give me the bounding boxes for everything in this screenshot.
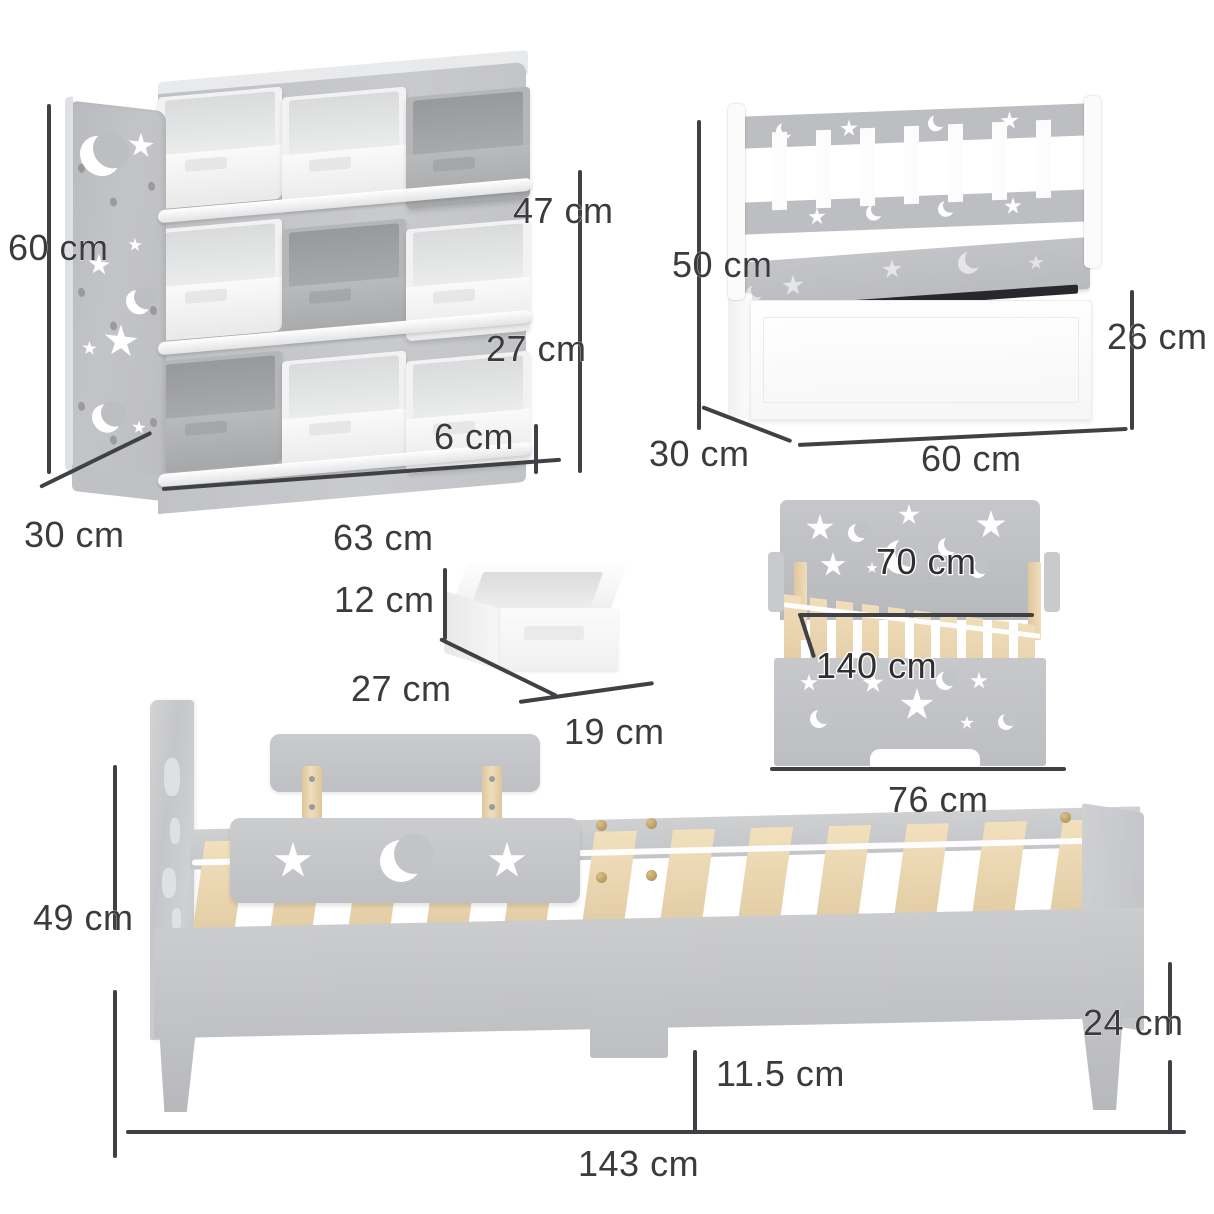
moon-icon: [884, 535, 927, 574]
dimension-label-bed-outer-width: 76 cm: [888, 779, 989, 821]
dimension-label-bed-inner-width: 70 cm: [875, 540, 978, 584]
dimension-line-bed-frame-height-lower: [1168, 1060, 1172, 1132]
moon-icon: [126, 285, 156, 316]
star-icon: [808, 207, 826, 226]
bench-storage-box: [750, 300, 1092, 420]
moon-icon: [936, 669, 959, 690]
moon-icon: [848, 521, 871, 542]
dimension-label-bin-depth: 27 cm: [351, 668, 452, 710]
dimension-line-bin-height: [443, 568, 447, 640]
star-icon: [970, 672, 988, 689]
bed-rail-right: [1044, 552, 1060, 612]
dimension-label-bed-clearance: 11.5 cm: [716, 1053, 845, 1095]
dimension-line-bed-frame-height-upper: [1168, 962, 1172, 1034]
dimension-line-organizer-height: [47, 104, 51, 474]
dimension-line-bench-box-height: [1130, 290, 1134, 430]
bed-center-support-leg: [590, 936, 668, 1058]
dimension-line-bed-clearance: [693, 1050, 697, 1132]
moon-icon: [866, 201, 886, 221]
dimension-label-bed-length: 143 cm: [578, 1143, 700, 1185]
storage-bin: [158, 218, 282, 342]
moon-icon: [938, 535, 961, 556]
dimension-label-bench-depth: 30 cm: [649, 433, 750, 475]
bed-footboard-front: [774, 658, 1046, 767]
moon-icon: [380, 834, 434, 882]
star-icon: [976, 510, 1006, 538]
bench-slat: [772, 131, 787, 211]
dimension-label-bed-inner-length: 140 cm: [815, 644, 938, 688]
moon-icon: [80, 130, 129, 179]
dimension-line-organizer-tier3: [534, 424, 538, 474]
dimension-label-bench-height: 50 cm: [672, 244, 773, 286]
dimension-line-bench-height: [697, 120, 701, 430]
star-icon: [882, 259, 902, 280]
moon-icon: [938, 197, 958, 218]
bed-rail-left: [768, 552, 784, 612]
dimension-line-bed-height-upper: [113, 765, 117, 930]
bench-slat: [904, 125, 919, 205]
dimension-label-bin-height: 12 cm: [334, 579, 435, 621]
bed-wood-post-right: [1028, 562, 1041, 640]
star-icon: [274, 842, 312, 877]
bench-slat: [816, 129, 831, 209]
moon-icon: [810, 707, 833, 728]
dimension-label-bed-height: 49 cm: [33, 897, 134, 939]
bench-slat: [948, 123, 963, 203]
bench-slat: [860, 127, 875, 207]
star-icon: [82, 340, 97, 357]
product-toddler-bed-side-view: [130, 700, 1190, 1120]
bed-leg-left: [158, 1012, 198, 1112]
star-icon: [128, 237, 142, 253]
star-icon: [782, 274, 804, 298]
bed-guard-rail-bottom: [230, 818, 580, 903]
moon-icon: [998, 711, 1018, 730]
dimension-label-bin-width: 19 cm: [564, 711, 665, 753]
dimension-line-organizer-tier2: [578, 298, 582, 473]
storage-bin: [158, 350, 282, 474]
dimension-line-bed-inner-length: [798, 613, 1034, 617]
dimension-line-bed-length: [126, 1130, 1186, 1134]
bench-post-right: [1084, 96, 1101, 268]
dimension-label-bench-box-height: 26 cm: [1107, 316, 1208, 358]
moon-icon: [92, 400, 126, 435]
dimension-label-organizer-tier2: 27 cm: [486, 328, 587, 370]
dimension-label-bench-width: 60 cm: [921, 438, 1022, 480]
bin-handle: [524, 626, 584, 640]
star-icon: [840, 119, 858, 138]
bed-foot-notch: [870, 749, 980, 767]
product-toy-box-bench: [718, 96, 1118, 430]
bench-slat: [992, 121, 1007, 201]
moon-icon: [958, 247, 985, 275]
dimension-label-organizer-height: 60 cm: [8, 227, 109, 269]
bench-side-panel: [728, 290, 752, 420]
star-icon: [820, 552, 846, 576]
star-icon: [898, 504, 920, 525]
organizer-side-panel: [70, 100, 166, 487]
bench-post-left: [728, 104, 745, 300]
product-fabric-storage-bin: [440, 560, 640, 690]
moon-icon: [970, 559, 990, 578]
star-icon: [806, 514, 834, 540]
moon-icon: [928, 111, 948, 132]
star-icon: [866, 562, 878, 573]
star-icon: [104, 322, 138, 360]
bench-slat: [1036, 119, 1051, 199]
dimension-label-organizer-width: 63 cm: [333, 517, 434, 559]
dimension-line-bed-outer-width: [770, 767, 1066, 771]
dimension-label-bed-frame-height: 24 cm: [1083, 1002, 1184, 1044]
dimension-label-organizer-depth: 30 cm: [24, 514, 125, 556]
star-icon: [488, 842, 526, 877]
star-icon: [128, 131, 154, 160]
dimension-label-organizer-tier1: 47 cm: [513, 190, 614, 232]
star-icon: [1028, 254, 1044, 271]
star-icon: [932, 566, 944, 577]
dimension-label-organizer-tier3: 6 cm: [434, 416, 515, 458]
dimension-line-bed-height-lower: [113, 990, 117, 1158]
storage-bin: [158, 86, 282, 210]
product-toddler-bed-front-view: [760, 500, 1090, 770]
